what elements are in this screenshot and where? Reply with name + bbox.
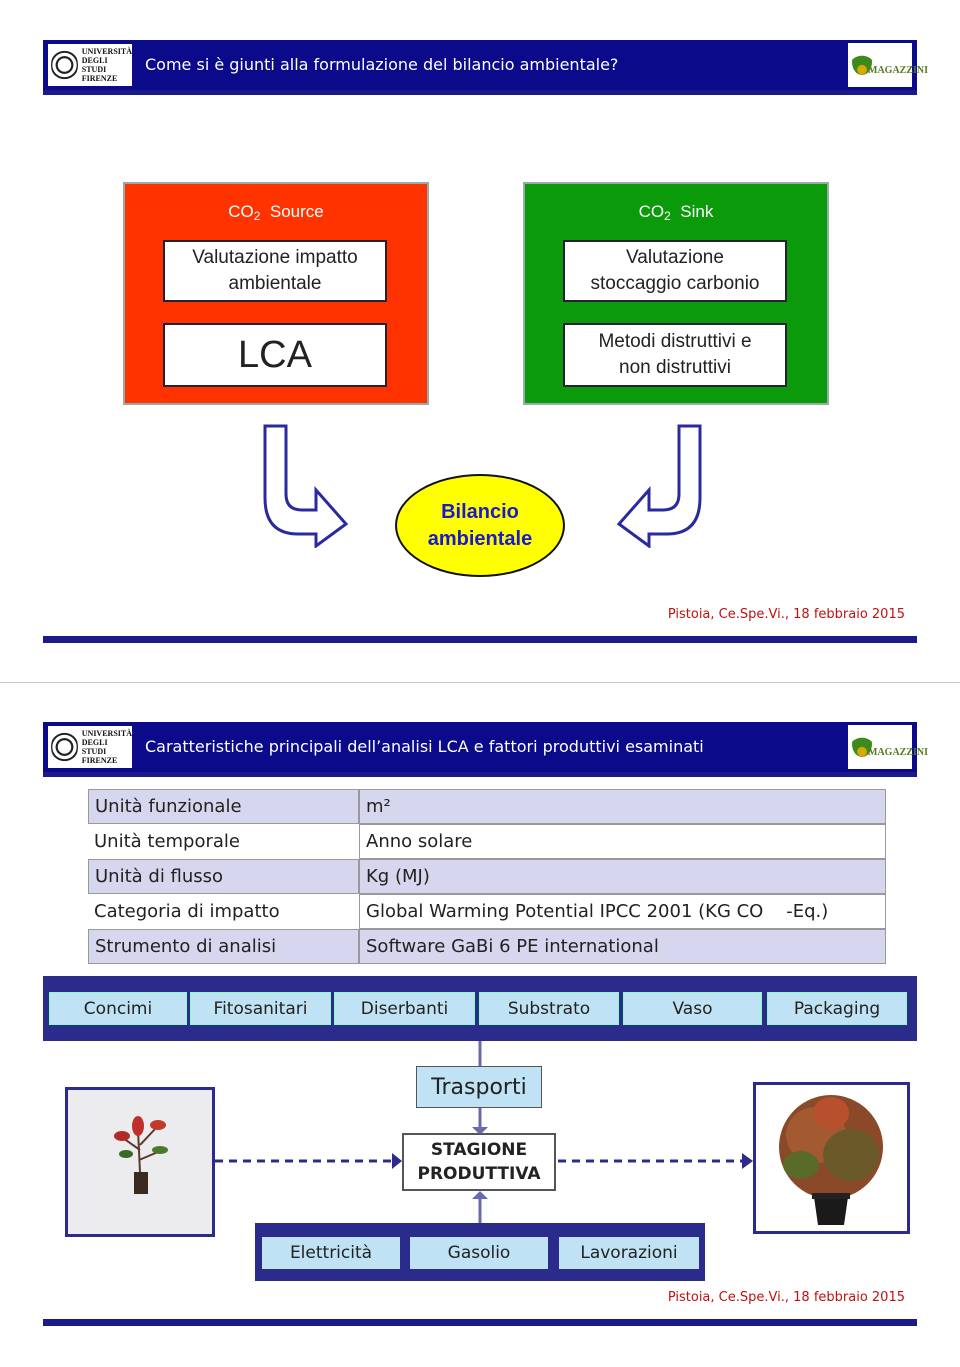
production-inputs-bar: Concimi Fitosanitari Diserbanti Substrat… xyxy=(43,976,917,1041)
arrow-right-icon xyxy=(742,1153,753,1169)
slide-1-header: UNIVERSITÀ DEGLI STUDI FIRENZE Come si è… xyxy=(43,40,928,90)
flow-connectors xyxy=(215,1041,753,1223)
university-logo: UNIVERSITÀ DEGLI STUDI FIRENZE xyxy=(48,44,132,86)
input-substrato: Substrato xyxy=(479,992,619,1025)
slide-2-bottom-bar xyxy=(43,1319,917,1326)
leaf-logo-icon xyxy=(852,49,872,75)
slide-1-bottom-bar xyxy=(43,636,917,643)
slide-1-footer: Pistoia, Ce.Spe.Vi., 18 febbraio 2015 xyxy=(667,607,905,622)
co2-sink-title: CO2 Sink xyxy=(638,202,714,223)
energy-inputs-bar: Elettricità Gasolio Lavorazioni xyxy=(255,1223,705,1281)
young-plant-photo xyxy=(65,1087,215,1237)
slide-1-title: Come si è giunti alla formulazione del b… xyxy=(145,55,619,74)
young-plant-image xyxy=(68,1090,212,1234)
table-row: Unità funzionale m² xyxy=(88,789,886,824)
co2-source-title: CO2 Source xyxy=(228,202,324,223)
input-gasolio: Gasolio xyxy=(410,1237,548,1269)
arrow-up-icon xyxy=(472,1191,488,1199)
input-elettricita: Elettricità xyxy=(262,1237,400,1269)
lca-characteristics-table: Unità funzionale m² Unità temporale Anno… xyxy=(88,789,886,964)
table-row: Unità di flusso Kg (MJ) xyxy=(88,859,886,894)
slide-2-header: UNIVERSITÀ DEGLI STUDI FIRENZE Caratteri… xyxy=(43,722,928,772)
lca-box: LCA xyxy=(163,323,387,387)
input-packaging: Packaging xyxy=(767,992,907,1025)
arrow-down-icon xyxy=(472,1127,488,1135)
table-row: Strumento di analisi Software GaBi 6 PE … xyxy=(88,929,886,964)
arrow-right-icon xyxy=(392,1153,402,1169)
slide-2-footer: Pistoia, Ce.Spe.Vi., 18 febbraio 2015 xyxy=(667,1290,905,1305)
input-lavorazioni: Lavorazioni xyxy=(559,1237,699,1269)
mature-plant-photo xyxy=(753,1082,910,1234)
input-fitosanitari: Fitosanitari xyxy=(190,992,331,1025)
university-seal-icon xyxy=(51,48,78,82)
slide-2-title: Caratteristiche principali dell’analisi … xyxy=(145,737,704,756)
header-underline xyxy=(43,772,917,777)
right-curved-arrow-icon xyxy=(616,424,702,548)
leaf-logo-icon xyxy=(852,731,872,757)
slide-2: UNIVERSITÀ DEGLI STUDI FIRENZE Caratteri… xyxy=(0,683,960,1367)
slide-1: UNIVERSITÀ DEGLI STUDI FIRENZE Come si è… xyxy=(0,0,960,683)
trasporti-box: Trasporti xyxy=(416,1066,542,1108)
header-underline xyxy=(43,90,917,95)
university-seal-icon xyxy=(51,730,78,764)
magazzini-logo: MAGAZZINI xyxy=(848,43,928,87)
input-concimi: Concimi xyxy=(49,992,187,1025)
input-vaso: Vaso xyxy=(623,992,762,1025)
university-logo: UNIVERSITÀ DEGLI STUDI FIRENZE xyxy=(48,726,132,768)
table-row: Unità temporale Anno solare xyxy=(88,824,886,859)
table-row: Categoria di impatto Global Warming Pote… xyxy=(88,894,886,929)
input-diserbanti: Diserbanti xyxy=(334,992,475,1025)
mature-plant-image xyxy=(756,1085,907,1231)
left-curved-arrow-icon xyxy=(263,424,349,548)
magazzini-logo: MAGAZZINI xyxy=(848,725,928,769)
